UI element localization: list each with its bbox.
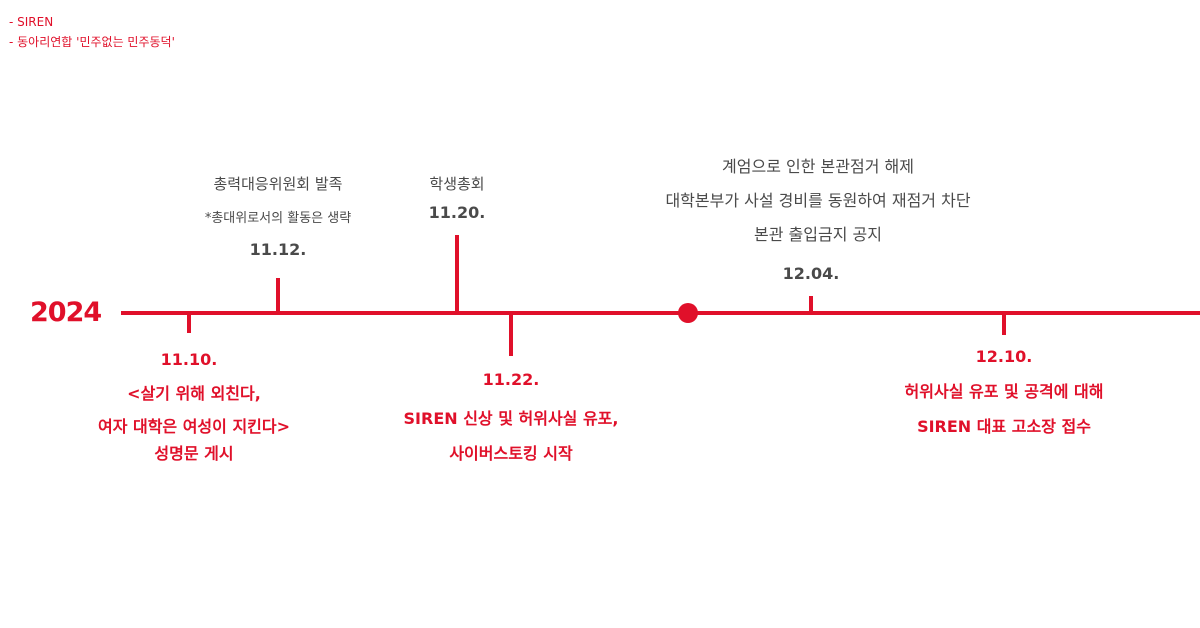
event-11-10-line1: <살기 위해 외친다, (127, 384, 261, 403)
event-12-04-line1: 계엄으로 인한 본관점거 해제 (722, 157, 914, 176)
event-12-10-line1: 허위사실 유포 및 공격에 대해 (904, 382, 1104, 401)
tick-11-12 (276, 278, 280, 313)
current-point-marker (678, 303, 698, 323)
event-11-10-date: 11.10. (160, 350, 218, 369)
tick-11-10 (187, 313, 191, 333)
event-11-22-date: 11.22. (482, 370, 540, 389)
event-11-20-title: 학생총회 (429, 175, 485, 193)
event-12-10-date: 12.10. (975, 347, 1033, 366)
event-11-10-line3: 성명문 게시 (154, 444, 234, 463)
tick-12-04 (809, 296, 813, 313)
event-11-12-date: 11.12. (249, 240, 307, 259)
event-11-12-note: *총대위로서의 활동은 생략 (204, 211, 352, 226)
event-12-04-date: 12.04. (782, 264, 840, 283)
event-11-12-title: 총력대응위원회 발족 (213, 175, 343, 193)
event-11-20-date: 11.20. (428, 203, 486, 222)
legend-siren: - SIREN (9, 15, 54, 29)
event-11-22-line2: 사이버스토킹 시작 (449, 444, 573, 463)
event-12-04-line2: 대학본부가 사설 경비를 동원하여 재점거 차단 (665, 191, 971, 210)
year-label: 2024 (30, 297, 102, 328)
legend: - SIREN - 동아리연합 '민주없는 민주동덕' (9, 12, 175, 52)
legend-club-union: - 동아리연합 '민주없는 민주동덕' (9, 35, 175, 49)
timeline-axis (121, 311, 1200, 315)
tick-11-20 (455, 235, 459, 313)
event-11-22-line1: SIREN 신상 및 허위사실 유포, (403, 409, 619, 428)
event-12-10-line2: SIREN 대표 고소장 접수 (917, 417, 1091, 436)
event-12-04-line3: 본관 출입금지 공지 (754, 225, 882, 244)
tick-11-22 (509, 313, 513, 356)
tick-12-10 (1002, 313, 1006, 335)
event-11-10-line2: 여자 대학은 여성이 지킨다> (97, 417, 291, 436)
